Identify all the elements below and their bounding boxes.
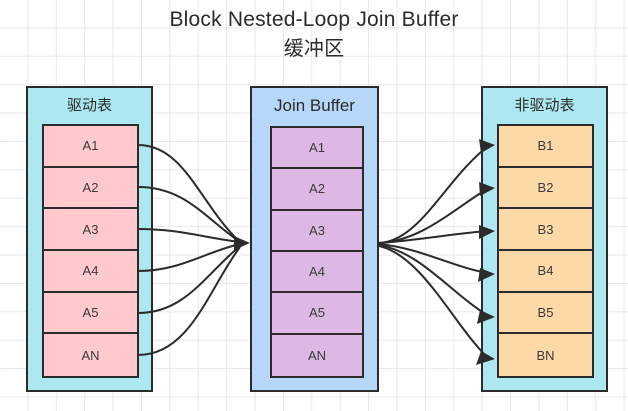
panel-driving-table: 驱动表 A1 A2 A3 A4 A5 AN [26,86,153,392]
driving-table-row: A2 [44,167,137,210]
flow-curve-a5 [137,245,241,314]
non-driving-table-row: B1 [499,126,592,168]
flow-curve-b2 [378,188,488,244]
driving-table-row: A4 [44,250,137,293]
diagram-title-line2: 缓冲区 [283,38,345,60]
non-driving-table-row: B4 [499,250,592,293]
panel-non-driving-table-title: 非驱动表 [514,97,575,114]
driving-table-cell-list: A1 A2 A3 A4 A5 AN [42,124,139,378]
flow-curve-a3 [137,228,241,243]
join-buffer-row: AN [272,334,362,376]
non-driving-table-row: B5 [499,292,592,335]
join-buffer-row: A5 [272,293,362,335]
flow-curve-b1 [378,146,488,244]
join-buffer-to-non-driving-table-curves [378,139,495,365]
panel-join-buffer-title: Join Buffer [274,96,355,115]
flow-curve-a1 [137,144,241,243]
driving-table-row: AN [44,334,137,376]
non-driving-table-row: BN [499,334,592,376]
flow-curve-a4 [137,243,241,272]
join-buffer-row: A4 [272,251,362,294]
join-buffer-row: A2 [272,169,362,211]
flow-curve-bn [378,245,488,358]
diagram-title-line1: Block Nested-Loop Join Buffer [169,8,459,31]
non-driving-table-row: B2 [499,167,592,210]
non-driving-table-cell-list: B1 B2 B3 B4 B5 BN [497,124,594,378]
flow-arrowhead-into-buffer [234,236,250,250]
flow-curve-an [137,246,241,356]
flow-curve-b3 [378,230,488,244]
panel-join-buffer: Join Buffer A1 A2 A3 A4 A5 AN [250,86,379,392]
driving-table-row: A5 [44,292,137,335]
driving-table-row: A1 [44,126,137,168]
flow-curve-b4 [378,243,488,274]
flow-curve-b5 [378,244,488,316]
panel-non-driving-table: 非驱动表 B1 B2 B3 B4 B5 BN [481,86,608,392]
join-buffer-row: A3 [272,210,362,252]
driving-table-to-join-buffer-curves [137,144,250,356]
diagram-title: Block Nested-Loop Join Buffer 缓冲区 [0,6,628,64]
join-buffer-cell-list: A1 A2 A3 A4 A5 AN [270,126,364,378]
non-driving-table-row: B3 [499,209,592,251]
flow-curve-a2 [137,186,241,243]
driving-table-row: A3 [44,209,137,251]
join-buffer-row: A1 [272,128,362,170]
panel-driving-table-title: 驱动表 [66,97,112,114]
